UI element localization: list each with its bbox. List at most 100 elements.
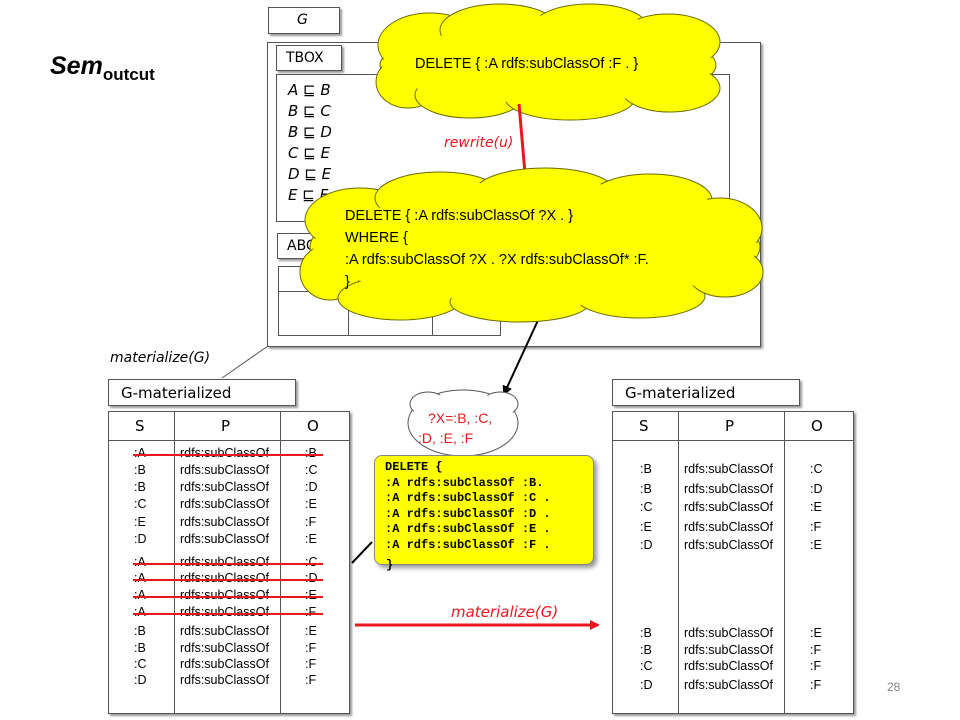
cell-object: :F: [305, 641, 317, 655]
cell-predicate: rdfs:subClassOf: [684, 482, 773, 496]
cell-object: :F: [810, 659, 822, 673]
cloud-mid-fill: [479, 175, 611, 215]
slide-title: Semoutcut: [50, 52, 155, 85]
strikethrough-line: [133, 563, 323, 565]
cell-predicate: rdfs:subClassOf: [684, 462, 773, 476]
cell-predicate: rdfs:subClassOf: [684, 626, 773, 640]
cloud-mid-fill: [378, 178, 502, 222]
cell-object: :F: [305, 515, 317, 529]
cell-subject: :B: [640, 626, 652, 640]
left-gmat-table: S P O: [108, 411, 350, 714]
cell-subject: :C: [134, 497, 147, 511]
connector-arrow: [502, 315, 541, 396]
cell-subject: :B: [134, 624, 146, 638]
cell-subject: :D: [134, 673, 147, 687]
cell-subject: :D: [640, 678, 653, 692]
strikethrough-line: [133, 596, 323, 598]
right-gmat-table: S P O: [612, 411, 854, 714]
cell-predicate: rdfs:subClassOf: [684, 659, 773, 673]
g-label: G: [297, 12, 308, 28]
cell-predicate: rdfs:subClassOf: [180, 624, 269, 638]
cloud-mid-fill: [454, 280, 586, 316]
cell-object: :B: [305, 446, 317, 460]
cell-object: :D: [305, 480, 318, 494]
cell-object: :D: [305, 571, 318, 585]
cell-subject: :A: [134, 588, 146, 602]
bubble-text: ?X=:B, :C, :D, :E, :F: [418, 408, 492, 448]
connector-line: [221, 345, 269, 379]
delete-box-line: :A rdfs:subClassOf :C .: [385, 491, 551, 505]
cloud-top-text: DELETE { :A rdfs:subClassOf :F . }: [415, 56, 639, 72]
axiom: C ⊑ E: [288, 144, 331, 162]
cell-object: :C: [305, 463, 318, 477]
left-header-s: S: [135, 417, 145, 435]
cell-subject: :C: [134, 657, 147, 671]
cell-subject: :D: [640, 538, 653, 552]
cell-subject: :A: [134, 605, 146, 619]
left-gmat-title-box: G-materialized: [108, 379, 296, 406]
cell-predicate: rdfs:subClassOf: [684, 520, 773, 534]
strikethrough-line: [133, 579, 323, 581]
bubble-line: :D, :E, :F: [418, 430, 474, 446]
cloud-mid-line: }: [345, 274, 350, 290]
cell-object: :F: [305, 657, 317, 671]
g-label-box: G: [268, 7, 340, 34]
cell-subject: :E: [134, 515, 146, 529]
cell-predicate: rdfs:subClassOf: [180, 641, 269, 655]
cell-object: :E: [810, 538, 822, 552]
cell-predicate: rdfs:subClassOf: [180, 497, 269, 511]
cell-predicate: rdfs:subClassOf: [684, 678, 773, 692]
delete-box-line: :A rdfs:subClassOf :E .: [385, 522, 551, 536]
cell-predicate: rdfs:subClassOf: [180, 555, 269, 569]
cell-subject: :C: [640, 500, 653, 514]
cell-predicate: rdfs:subClassOf: [684, 500, 773, 514]
cell-predicate: rdfs:subClassOf: [180, 515, 269, 529]
right-header-p: P: [725, 417, 735, 435]
strikethrough-line: [133, 613, 323, 615]
materialize-label-right: materialize(G): [451, 603, 559, 621]
cell-object: :E: [305, 532, 317, 546]
title-subscript: outcut: [102, 65, 155, 84]
cell-subject: :A: [134, 446, 146, 460]
cell-subject: :B: [134, 480, 146, 494]
cell-object: :C: [305, 555, 318, 569]
right-gmat-title: G-materialized: [625, 384, 736, 402]
delete-box-line: :A rdfs:subClassOf :D .: [385, 506, 551, 521]
cell-object: :D: [810, 482, 823, 496]
cell-object: :E: [810, 500, 822, 514]
cell-subject: :A: [134, 571, 146, 585]
page-number: 28: [887, 680, 901, 694]
cell-subject: :B: [640, 462, 652, 476]
cell-predicate: rdfs:subClassOf: [180, 532, 269, 546]
strikethrough-line: [133, 454, 323, 456]
axiom: D ⊑ E: [288, 165, 332, 183]
cell-predicate: rdfs:subClassOf: [180, 588, 269, 602]
cell-subject: :C: [640, 659, 653, 673]
axiom: B ⊑ D: [288, 123, 332, 141]
cloud-mid-line: WHERE {: [345, 230, 408, 246]
cell-object: :C: [810, 462, 823, 476]
cell-object: :E: [305, 588, 317, 602]
cloud-mid-line: DELETE { :A rdfs:subClassOf ?X . }: [345, 208, 574, 224]
delete-box-line: DELETE {: [385, 460, 443, 474]
right-header-o: O: [811, 417, 823, 435]
cell-subject: :B: [134, 641, 146, 655]
cell-object: :F: [810, 520, 822, 534]
cloud-mid-fill: [592, 181, 708, 225]
cell-object: :F: [810, 678, 822, 692]
tbox-label: TBOX: [286, 50, 324, 66]
axiom: B ⊑ C: [288, 102, 331, 120]
tbox-label-box: TBOX: [276, 45, 342, 71]
bubble-line: ?X=:B, :C,: [428, 410, 493, 426]
cell-predicate: rdfs:subClassOf: [180, 446, 269, 460]
delete-box-close: }: [386, 558, 394, 572]
cell-subject: :B: [134, 463, 146, 477]
delete-box-line: :A rdfs:subClassOf :F .: [385, 537, 551, 552]
cell-object: :F: [305, 605, 317, 619]
left-header-o: O: [307, 417, 319, 435]
cell-subject: :E: [640, 520, 652, 534]
cell-object: :E: [810, 626, 822, 640]
right-header-s: S: [639, 417, 649, 435]
cell-predicate: rdfs:subClassOf: [180, 480, 269, 494]
